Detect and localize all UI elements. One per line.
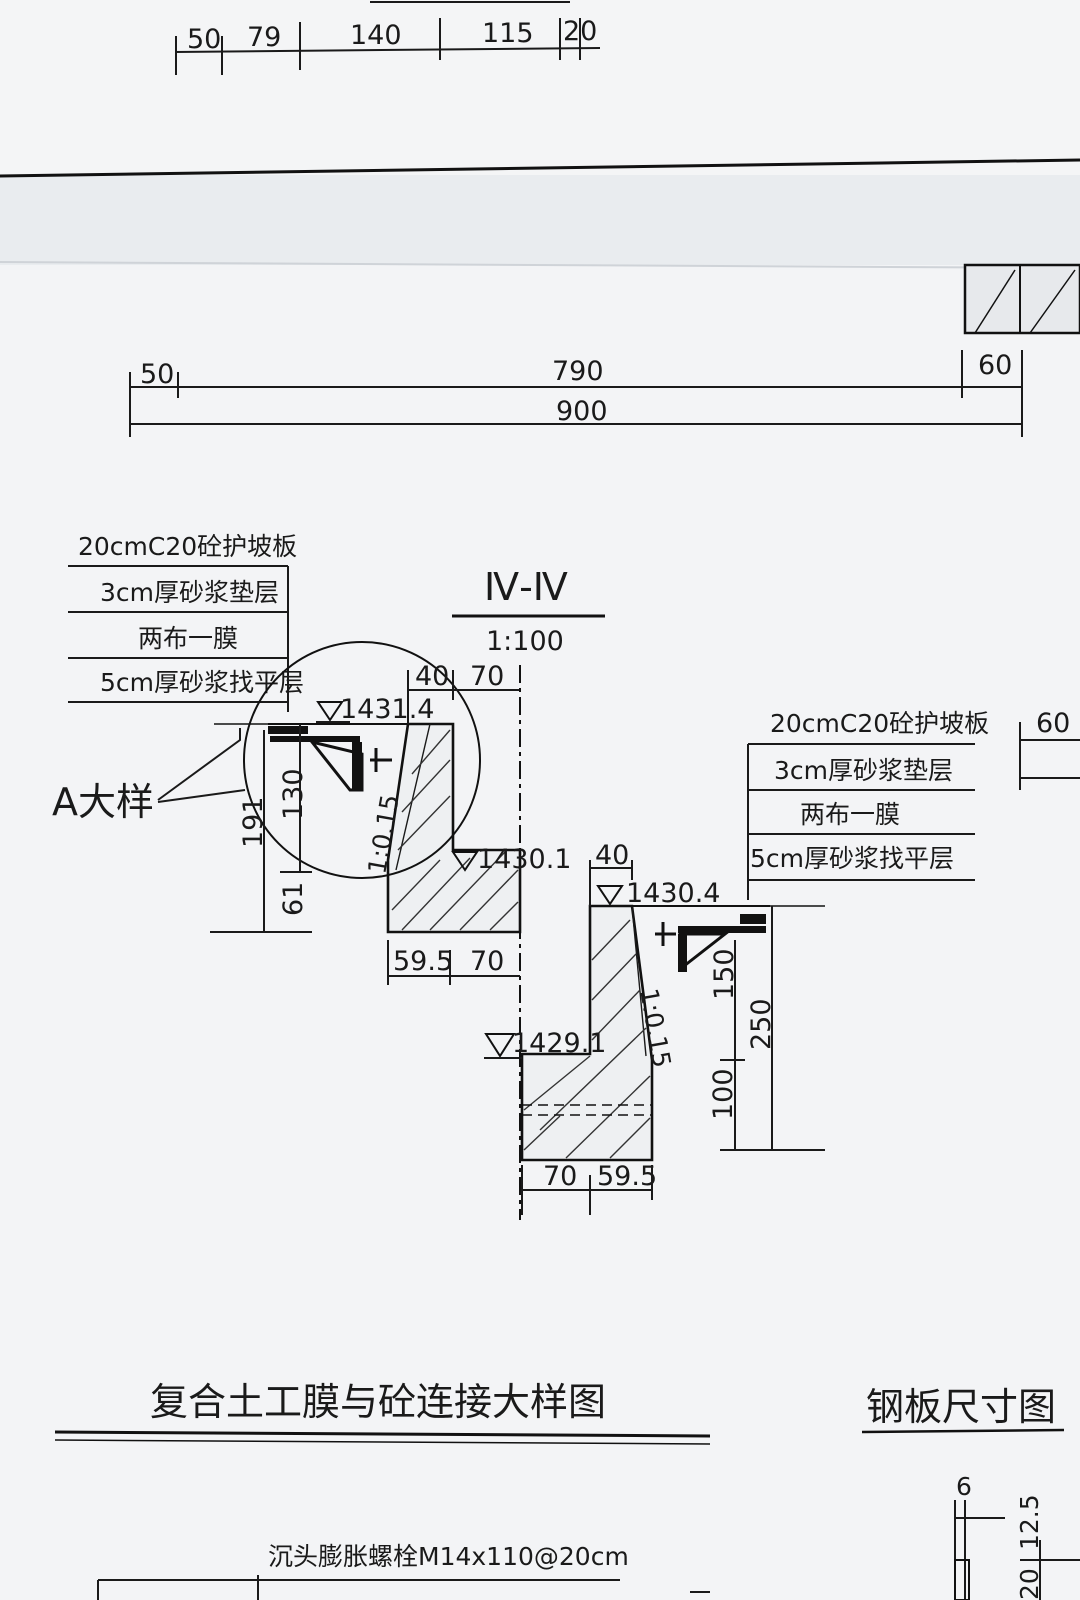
lower-retaining-wall bbox=[520, 904, 825, 1162]
plate-title: 钢板尺寸图 bbox=[866, 1385, 1056, 1429]
layer-right-4: 5cm厚砂浆找平层 bbox=[750, 844, 954, 873]
lower-v-250: 250 bbox=[746, 998, 777, 1050]
elev-top-left: 1431.4 bbox=[340, 694, 434, 725]
detail-title-block: 复合土工膜与砼连接大样图 bbox=[54, 1380, 711, 1445]
upper-base-b: 70 bbox=[470, 946, 504, 977]
mid-dim-total: 900 bbox=[556, 396, 608, 427]
callout-a: A大样 bbox=[52, 728, 246, 824]
mid-dim-center: 790 bbox=[552, 356, 604, 387]
upper-v-130: 130 bbox=[278, 768, 309, 820]
lower-v-100: 100 bbox=[708, 1068, 739, 1120]
layer-table-right: 20cmC20砼护坡板 3cm厚砂浆垫层 两布一膜 5cm厚砂浆找平层 bbox=[747, 709, 989, 900]
plate-dim-6: 6 bbox=[956, 1472, 972, 1501]
top-dim-5: 20 bbox=[563, 16, 597, 47]
hatched-block bbox=[963, 263, 1080, 335]
plate-dim-12-5: 12.5 bbox=[1015, 1494, 1044, 1550]
upper-v-191: 191 bbox=[238, 796, 269, 848]
plate-dim-20: 20 bbox=[1015, 1568, 1044, 1600]
section-scale: 1:100 bbox=[486, 626, 564, 657]
bolt-label-block: 沉头膨胀螺栓M14x110@20cm bbox=[97, 1542, 710, 1600]
lower-base-b: 59.5 bbox=[597, 1161, 657, 1192]
callout-label: A大样 bbox=[52, 780, 154, 824]
mid-dim-right: 60 bbox=[978, 350, 1012, 381]
plate-title-block: 钢板尺寸图 bbox=[861, 1385, 1065, 1434]
lower-top: 40 bbox=[595, 840, 629, 871]
layer-left-4: 5cm厚砂浆找平层 bbox=[100, 668, 304, 697]
layer-right-1: 20cmC20砼护坡板 bbox=[770, 709, 989, 738]
right-edge-dimension: 60 bbox=[1019, 708, 1080, 790]
mid-dim-left: 50 bbox=[140, 359, 174, 390]
right-edge-dim: 60 bbox=[1036, 708, 1070, 739]
layer-right-2: 3cm厚砂浆垫层 bbox=[774, 756, 953, 785]
upper-v-61: 61 bbox=[278, 882, 309, 916]
section-name: Ⅳ-Ⅳ bbox=[484, 565, 568, 609]
top-dim-4: 115 bbox=[482, 18, 534, 49]
elev-bottom: 1429.1 bbox=[512, 1028, 606, 1059]
upper-top-b: 70 bbox=[470, 661, 504, 692]
layer-right-3: 两布一膜 bbox=[800, 800, 900, 829]
layer-table-left: 20cmC20砼护坡板 3cm厚砂浆垫层 两布一膜 5cm厚砂浆找平层 bbox=[68, 532, 304, 712]
layer-left-1: 20cmC20砼护坡板 bbox=[78, 532, 297, 561]
lower-base-a: 70 bbox=[543, 1161, 577, 1192]
lower-v-150: 150 bbox=[709, 948, 740, 1000]
elev-mid-left: 1430.1 bbox=[477, 844, 571, 875]
layer-left-2: 3cm厚砂浆垫层 bbox=[100, 578, 279, 607]
top-dim-1: 50 bbox=[187, 24, 221, 55]
detail-title: 复合土工膜与砼连接大样图 bbox=[150, 1380, 606, 1424]
top-dim-3: 140 bbox=[350, 20, 402, 51]
bolt-label: 沉头膨胀螺栓M14x110@20cm bbox=[268, 1542, 629, 1571]
elev-top-right: 1430.4 bbox=[626, 878, 720, 909]
detail-circle bbox=[243, 641, 481, 879]
top-dim-2: 79 bbox=[247, 22, 281, 53]
plate-dimensions: 6 12.5 20 bbox=[954, 1472, 1080, 1600]
mid-dimension-strip: 50 790 60 900 bbox=[129, 350, 1023, 437]
layer-left-3: 两布一膜 bbox=[138, 624, 238, 653]
top-dimension-strip: 50 79 140 115 20 bbox=[174, 1, 601, 75]
section-title: Ⅳ-Ⅳ 1:100 bbox=[452, 565, 605, 657]
upper-base-a: 59.5 bbox=[393, 946, 453, 977]
upper-top-a: 40 bbox=[415, 661, 449, 692]
